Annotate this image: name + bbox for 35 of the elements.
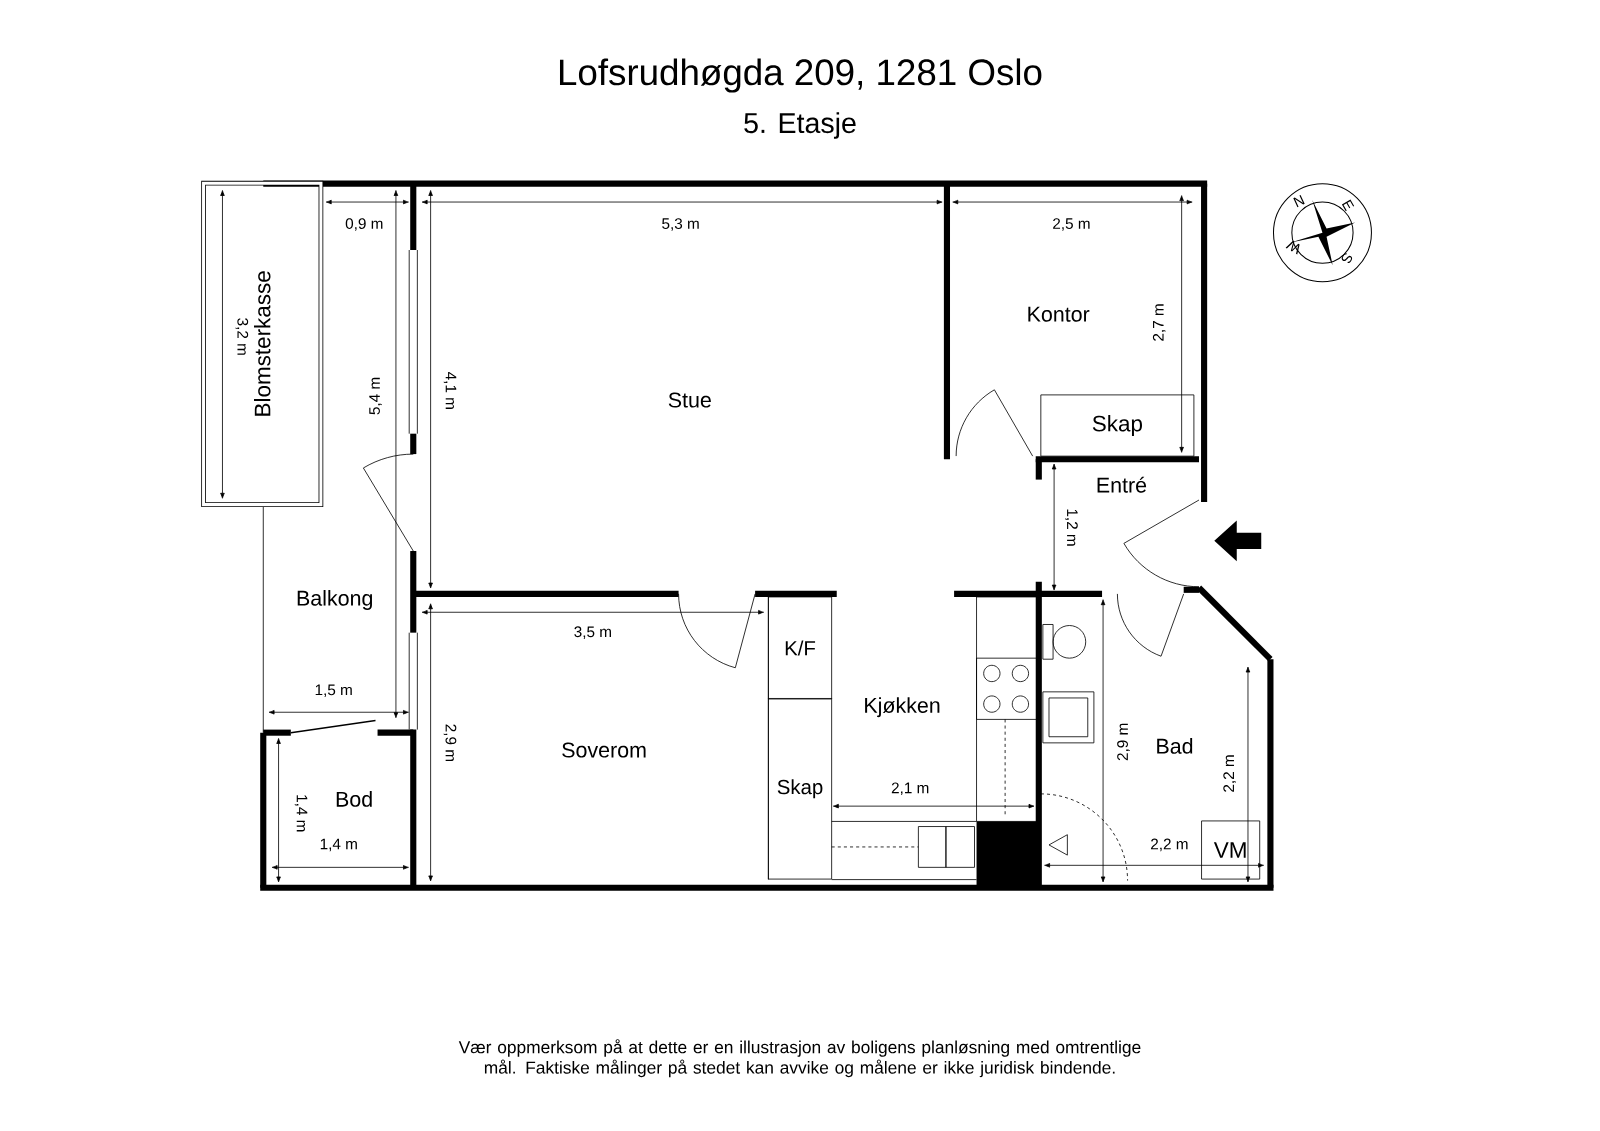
title: Lofsrudhøgda 209, 1281 Oslo xyxy=(560,58,1042,93)
dimension-label: 4,1 m xyxy=(443,372,457,410)
room-name: Kjøkken xyxy=(865,697,940,718)
room-name: Kontor xyxy=(1028,307,1090,322)
room-name: Stue xyxy=(668,392,711,408)
room-name: Entré xyxy=(1097,476,1147,493)
dimension-label: 5,4 m xyxy=(369,378,382,415)
dimension-label: 1,4 m xyxy=(294,795,308,832)
dimension-label: 2,9 m xyxy=(443,724,457,762)
dimension-label: 3,2 m xyxy=(235,318,249,356)
compass-letter: N xyxy=(1293,195,1305,208)
cabinet-box: Skap xyxy=(767,698,833,880)
washer-box: VM xyxy=(1201,820,1261,880)
dimension-label: 2,5 m xyxy=(1053,218,1090,231)
dimension-label: 3,5 m xyxy=(574,626,611,640)
compass-letter: W xyxy=(1285,241,1300,255)
dimension-label: 2,7 m xyxy=(1152,304,1166,341)
room-name: Balkong xyxy=(297,590,372,611)
dimension-label: 2,1 m xyxy=(891,782,929,796)
cabinet-box: Skap xyxy=(1040,394,1195,457)
dimension-label: 1,2 m xyxy=(1065,509,1078,546)
dimension-label: 2,2 m xyxy=(1223,755,1236,793)
dimension-label: 2,9 m xyxy=(1117,723,1130,761)
dimension-label: 1,5 m xyxy=(315,684,352,698)
dimension-label: 1,4 m xyxy=(320,838,357,852)
subtitle: 5. Etasje xyxy=(744,112,856,139)
dimension-label: 0,9 m xyxy=(345,218,383,231)
dimension-label: 5,3 m xyxy=(662,218,699,231)
room-name: Bad xyxy=(1157,738,1193,754)
compass-letter: S xyxy=(1341,253,1353,264)
fridge-freezer-box: K/F xyxy=(767,596,833,700)
disclaimer-note: Vær oppmerksom på at dette er en illustrasjon av boligens planløsning med omtrentlige mål. Faktiske målinger på stedet kan avvike og målene er ikke juridisk bindende. xyxy=(458,1039,1141,1078)
compass-letter: E xyxy=(1341,199,1355,212)
room-name: Bod xyxy=(336,791,372,808)
room-name: Soverom xyxy=(562,742,646,758)
